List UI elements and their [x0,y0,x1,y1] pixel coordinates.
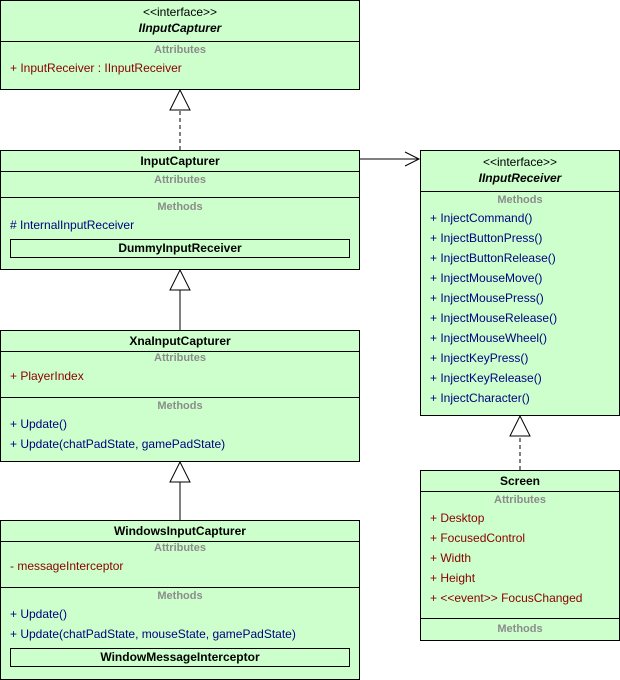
section-title: Methods [497,194,543,206]
inheritance-arrowhead-xnainputcapturer [169,460,191,483]
method-item: + Update(chatPadState, gamePadState) [10,437,226,451]
methods-section: Methods + InjectCommand() + InjectButton… [421,191,619,408]
attributes-section: Attributes + InputReceiver : IInputRecei… [1,41,359,78]
method-item: + InjectMousePress() [430,291,544,305]
methods-section: Methods + Update() + Update(chatPadState… [1,587,359,667]
attribute-item: + <<event>> FocusChanged [430,591,583,605]
attribute-item: + FocusedControl [430,531,526,545]
class-header: WindowsInputCapturer [1,521,359,541]
attribute-item: - messageInterceptor [10,559,124,573]
method-item: + InjectCommand() [430,211,533,225]
class-screen[interactable]: Screen Attributes + Desktop + FocusedCon… [420,470,620,641]
realization-arrowhead-iinputcapturer [169,88,191,111]
nested-class-windowmessageinterceptor[interactable]: WindowMessageInterceptor [10,648,350,667]
method-item: + InjectMouseMove() [430,271,543,285]
method-item: + InjectKeyRelease() [430,371,542,385]
class-header: XnaInputCapturer [1,331,359,351]
class-name: Screen [499,474,541,488]
class-name: XnaInputCapturer [129,334,231,348]
method-item: + Update(chatPadState, mouseState, gameP… [10,627,296,641]
section-title: Attributes [154,174,206,186]
attribute-item: + Height [430,571,476,585]
class-name: IInputCapturer [138,21,222,35]
method-item: + InjectMouseRelease() [430,311,558,325]
section-title: Methods [157,590,203,602]
class-header: Screen [421,471,619,491]
association-arrowhead-iinputreceiver [404,151,421,167]
attributes-section: Attributes [1,171,359,197]
attribute-item: + InputReceiver : IInputReceiver [10,61,182,75]
method-item: + InjectButtonPress() [430,231,543,245]
class-inputcapturer[interactable]: InputCapturer Attributes Methods # Inter… [0,150,360,270]
class-iinputcapturer[interactable]: <<interface>> IInputCapturer Attributes … [0,0,360,90]
section-title: Attributes [494,494,546,506]
nested-class-dummyinputreceiver[interactable]: DummyInputReceiver [10,239,350,258]
method-item: + InjectCharacter() [430,391,530,405]
section-title: Attributes [154,44,206,56]
stereotype-label: <<interface>> [482,155,558,169]
inheritance-arrowhead-inputcapturer [169,268,191,291]
method-item: + InjectKeyPress() [430,351,529,365]
section-title: Attributes [154,542,206,554]
method-item: + InjectMouseWheel() [430,331,548,345]
attribute-item: + Width [430,551,472,565]
stereotype-label: <<interface>> [142,5,218,19]
section-title: Methods [157,400,203,412]
class-windowsinputcapturer[interactable]: WindowsInputCapturer Attributes - messag… [0,520,360,680]
attributes-section: Attributes - messageInterceptor [1,541,359,587]
attributes-section: Attributes + PlayerIndex [1,351,359,397]
method-item: + Update() [10,607,68,621]
attribute-item: + Desktop [430,511,485,525]
methods-section: Methods # InternalInputReceiver DummyInp… [1,197,359,258]
method-item: + InjectButtonRelease() [430,251,556,265]
method-item: + Update() [10,417,68,431]
class-iinputreceiver[interactable]: <<interface>> IInputReceiver Methods + I… [420,150,620,416]
class-header: <<interface>> IInputReceiver [421,151,619,191]
realization-arrowhead-iinputreceiver [509,414,531,437]
section-title: Methods [157,201,203,213]
attributes-section: Attributes + Desktop + FocusedControl + … [421,491,619,618]
methods-section: Methods + Update() + Update(chatPadState… [1,397,359,454]
class-header: InputCapturer [1,151,359,171]
method-item: # InternalInputReceiver [10,218,135,232]
class-name: IInputReceiver [478,171,562,185]
class-xnainputcapturer[interactable]: XnaInputCapturer Attributes + PlayerInde… [0,330,360,462]
methods-section: Methods [421,618,619,637]
class-name: InputCapturer [140,154,220,168]
section-title: Methods [497,623,543,635]
class-name: WindowsInputCapturer [114,524,246,538]
section-title: Attributes [154,352,206,364]
class-header: <<interface>> IInputCapturer [1,1,359,41]
attribute-item: + PlayerIndex [10,369,84,383]
